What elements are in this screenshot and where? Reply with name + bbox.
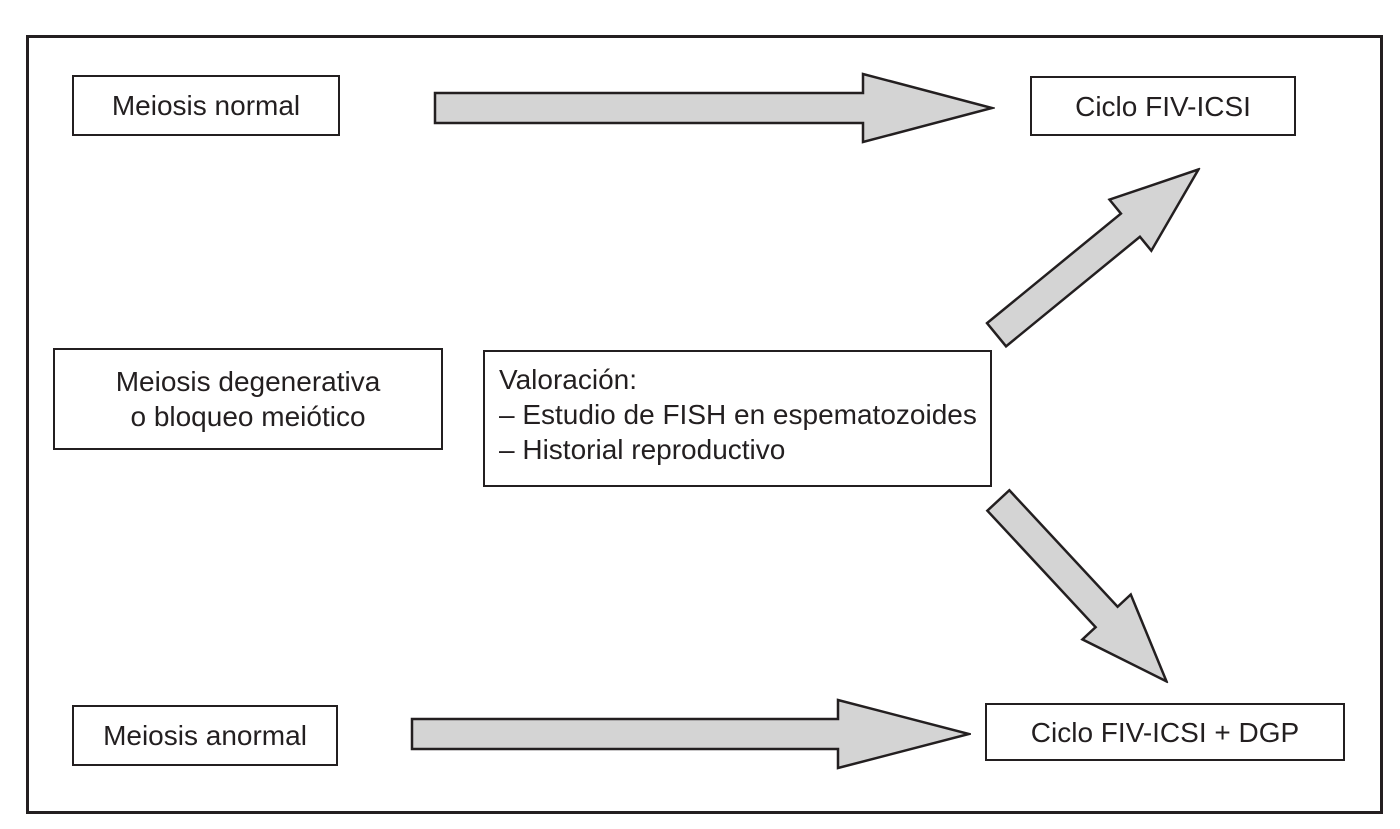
node-valoracion-bullet-historial: – Historial reproductivo <box>499 434 786 465</box>
node-meiosis-anormal: Meiosis anormal <box>72 705 338 766</box>
node-ciclo-fiv-icsi: Ciclo FIV-ICSI <box>1030 76 1296 136</box>
node-meiosis-degenerativa-line2: o bloqueo meiótico <box>130 401 366 432</box>
node-valoracion-heading: Valoración: <box>499 364 638 395</box>
node-meiosis-degenerativa: Meiosis degenerativa o bloqueo meiótico <box>53 348 443 450</box>
figure-frame <box>26 35 1383 814</box>
node-ciclo-fiv-icsi-dgp: Ciclo FIV-ICSI + DGP <box>985 703 1345 761</box>
node-ciclo-fiv-icsi-dgp-label: Ciclo FIV-ICSI + DGP <box>1030 716 1300 748</box>
node-meiosis-degenerativa-line1: Meiosis degenerativa <box>115 366 381 397</box>
node-meiosis-normal-label: Meiosis normal <box>111 90 301 121</box>
node-meiosis-anormal-label: Meiosis anormal <box>103 720 307 751</box>
node-meiosis-normal: Meiosis normal <box>72 75 340 136</box>
node-valoracion-bullet-fish: – Estudio de FISH en espematozoides <box>499 399 977 430</box>
node-ciclo-fiv-icsi-label: Ciclo FIV-ICSI <box>1075 90 1251 122</box>
node-valoracion: Valoración: – Estudio de FISH en espemat… <box>483 350 992 487</box>
